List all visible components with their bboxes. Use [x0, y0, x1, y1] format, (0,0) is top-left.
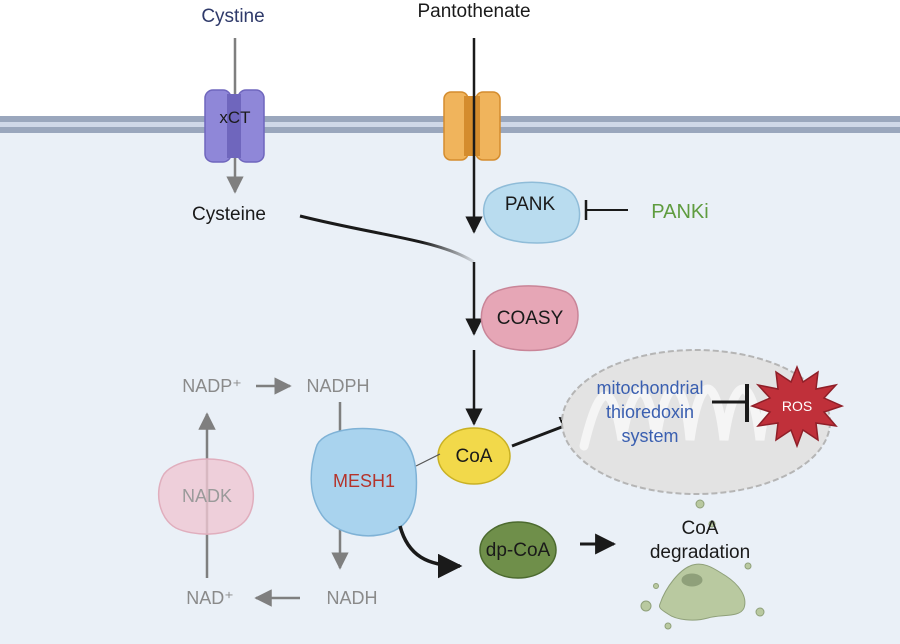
degradation-splatter: [640, 499, 765, 630]
nadph-label: NADPH: [306, 376, 369, 396]
degradation-label-line1: CoA: [682, 518, 719, 539]
mesh1-label: MESH1: [333, 471, 395, 491]
coasy-enzyme: [480, 285, 579, 352]
panki-label: PANKi: [651, 201, 708, 223]
nadk-label: NADK: [182, 486, 232, 506]
mesh1-to-dpcoa-arrow: [398, 525, 463, 579]
nadh-label: NADH: [326, 588, 377, 608]
coa-mesh1-connector: [415, 453, 441, 467]
coa-label: CoA: [456, 446, 493, 467]
degradation-label-line2: degradation: [650, 542, 750, 563]
nadp-plus-label: NADP⁺: [182, 376, 242, 396]
xct-transporter: [204, 89, 265, 163]
mito-label-line3: system: [621, 426, 678, 446]
pantothenate-label: Pantothenate: [417, 1, 530, 22]
cysteine-incorporation-curve: [299, 214, 475, 264]
xct-label: xCT: [219, 108, 250, 127]
coasy-label: COASY: [497, 308, 564, 329]
cysteine-label: Cysteine: [192, 204, 266, 225]
mesh1-enzyme: [310, 427, 418, 537]
dpcoa-molecule: [479, 521, 557, 579]
mito-label-line1: mitochondrial: [596, 378, 703, 398]
pank-label: PANK: [505, 194, 556, 215]
pantothenate-transporter: [443, 91, 501, 161]
cystine-label: Cystine: [201, 6, 264, 27]
nadk-enzyme: [157, 458, 255, 535]
pank-enzyme: [483, 181, 581, 244]
dpcoa-label: dp-CoA: [486, 540, 551, 561]
ros-starburst: [749, 364, 845, 449]
mito-label-line2: thioredoxin: [606, 402, 694, 422]
coa-molecule: [437, 427, 511, 485]
ros-label: ROS: [782, 398, 812, 414]
nad-plus-label: NAD⁺: [186, 588, 234, 608]
